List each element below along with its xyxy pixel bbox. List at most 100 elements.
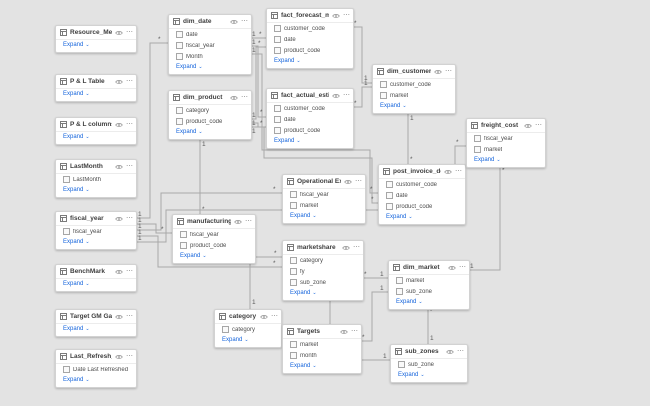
table-card-benchmark[interactable]: BenchMark ⋯ Expand⌄	[55, 264, 137, 292]
eye-icon[interactable]	[115, 354, 123, 360]
table-header[interactable]: marketshare ⋯	[283, 241, 363, 255]
table-card-lastmonth[interactable]: LastMonth ⋯ LastMonth Expand⌄	[55, 159, 137, 198]
table-card-dim-product[interactable]: dim_product ⋯ category product_code Expa…	[168, 90, 252, 140]
field-row[interactable]: market	[373, 90, 455, 101]
expand-link[interactable]: Expand⌄	[56, 279, 136, 291]
table-header[interactable]: category ⋯	[215, 310, 281, 324]
field-row[interactable]: fy	[283, 266, 363, 277]
more-options-icon[interactable]: ⋯	[126, 120, 133, 128]
table-header[interactable]: post_invoice_deducti... ⋯	[379, 165, 465, 179]
table-card-target-gm-gap[interactable]: Target GM Gap ⋯ Expand⌄	[55, 309, 137, 337]
more-options-icon[interactable]: ⋯	[126, 28, 133, 36]
field-row[interactable]: sub_zone	[391, 359, 467, 370]
relationship-line[interactable]	[250, 126, 378, 204]
expand-link[interactable]: Expand⌄	[267, 56, 353, 68]
expand-link[interactable]: Expand⌄	[56, 40, 136, 52]
field-row[interactable]: product_code	[173, 240, 255, 251]
table-card-fiscal-year[interactable]: fiscal_year ⋯ fiscal_year Expand⌄	[55, 211, 137, 250]
expand-link[interactable]: Expand⌄	[56, 132, 136, 144]
eye-icon[interactable]	[260, 314, 268, 320]
table-header[interactable]: Target GM Gap ⋯	[56, 310, 136, 324]
eye-icon[interactable]	[115, 269, 123, 275]
more-options-icon[interactable]: ⋯	[343, 11, 350, 19]
expand-link[interactable]: Expand⌄	[173, 251, 255, 263]
table-card-targets[interactable]: Targets ⋯ market month Expand⌄	[282, 324, 362, 374]
table-card-post-invoice-deductions[interactable]: post_invoice_deducti... ⋯ customer_code …	[378, 164, 466, 225]
relationship-line[interactable]	[135, 42, 168, 219]
eye-icon[interactable]	[332, 13, 340, 19]
more-options-icon[interactable]: ⋯	[455, 167, 462, 175]
relationship-line[interactable]	[352, 26, 372, 84]
table-header[interactable]: P & L Table ⋯	[56, 75, 136, 89]
table-card-dim-market[interactable]: dim_market ⋯ market sub_zone Expand⌄	[388, 260, 470, 310]
expand-link[interactable]: Expand⌄	[215, 335, 281, 347]
relationship-line[interactable]	[135, 192, 282, 231]
field-row[interactable]: customer_code	[379, 179, 465, 190]
field-row[interactable]: date	[379, 190, 465, 201]
eye-icon[interactable]	[524, 123, 532, 129]
table-card-manufacturing-cost[interactable]: manufacturing_cost ⋯ fiscal_year product…	[172, 214, 256, 264]
table-header[interactable]: manufacturing_cost ⋯	[173, 215, 255, 229]
field-row[interactable]: product_code	[379, 201, 465, 212]
more-options-icon[interactable]: ⋯	[241, 93, 248, 101]
expand-link[interactable]: Expand⌄	[467, 155, 545, 167]
table-card-operational-expenses[interactable]: Operational Expenses ⋯ fiscal_year marke…	[282, 174, 366, 224]
eye-icon[interactable]	[234, 219, 242, 225]
field-row[interactable]: LastMonth	[56, 174, 136, 185]
more-options-icon[interactable]: ⋯	[126, 77, 133, 85]
table-header[interactable]: fact_forecast_monthly ⋯	[267, 9, 353, 23]
more-options-icon[interactable]: ⋯	[457, 347, 464, 355]
table-card-sub-zones[interactable]: sub_zones ⋯ sub_zone Expand⌄	[390, 344, 468, 383]
more-options-icon[interactable]: ⋯	[271, 312, 278, 320]
table-header[interactable]: Resource_Measures ⋯	[56, 26, 136, 40]
relationship-line[interactable]	[250, 45, 266, 118]
eye-icon[interactable]	[230, 95, 238, 101]
expand-link[interactable]: Expand⌄	[56, 375, 136, 387]
expand-link[interactable]: Expand⌄	[283, 361, 361, 373]
field-row[interactable]: category	[215, 324, 281, 335]
field-row[interactable]: sub_zone	[283, 277, 363, 288]
field-row[interactable]: fiscal_year	[283, 189, 365, 200]
eye-icon[interactable]	[446, 349, 454, 355]
table-card-freight-cost[interactable]: freight_cost ⋯ fiscal_year market Expand…	[466, 118, 546, 168]
field-row[interactable]: date	[169, 29, 251, 40]
field-row[interactable]: category	[169, 105, 251, 116]
eye-icon[interactable]	[444, 169, 452, 175]
eye-icon[interactable]	[340, 329, 348, 335]
field-row[interactable]: fiscal_year	[173, 229, 255, 240]
more-options-icon[interactable]: ⋯	[126, 214, 133, 222]
more-options-icon[interactable]: ⋯	[355, 177, 362, 185]
relationship-line[interactable]	[468, 164, 501, 271]
eye-icon[interactable]	[342, 245, 350, 251]
eye-icon[interactable]	[344, 179, 352, 185]
table-header[interactable]: BenchMark ⋯	[56, 265, 136, 279]
field-row[interactable]: customer_code	[267, 23, 353, 34]
expand-link[interactable]: Expand⌄	[56, 89, 136, 101]
field-row[interactable]: product_code	[169, 116, 251, 127]
eye-icon[interactable]	[434, 69, 442, 75]
relationship-line[interactable]	[250, 46, 266, 120]
field-row[interactable]: fiscal_year	[169, 40, 251, 51]
expand-link[interactable]: Expand⌄	[56, 324, 136, 336]
relationship-line[interactable]	[360, 291, 388, 342]
table-card-p-and-l-columns[interactable]: P & L columns ⋯ Expand⌄	[55, 117, 137, 145]
field-row[interactable]: sub_zone	[389, 286, 469, 297]
eye-icon[interactable]	[115, 314, 123, 320]
table-header[interactable]: fact_actual_estimates ⋯	[267, 89, 353, 103]
table-card-last-refresh-date[interactable]: Last_Refresh_Date ⋯ Date Last Refreshed …	[55, 349, 137, 388]
field-row[interactable]: market	[283, 200, 365, 211]
eye-icon[interactable]	[115, 122, 123, 128]
table-header[interactable]: Last_Refresh_Date ⋯	[56, 350, 136, 364]
field-row[interactable]: date	[267, 114, 353, 125]
expand-link[interactable]: Expand⌄	[391, 370, 467, 382]
eye-icon[interactable]	[115, 30, 123, 36]
table-card-dim-date[interactable]: dim_date ⋯ date fiscal_year Month Expand…	[168, 14, 252, 75]
more-options-icon[interactable]: ⋯	[126, 162, 133, 170]
table-card-category[interactable]: category ⋯ category Expand⌄	[214, 309, 282, 348]
expand-link[interactable]: Expand⌄	[56, 185, 136, 197]
table-header[interactable]: dim_customer ⋯	[373, 65, 455, 79]
more-options-icon[interactable]: ⋯	[245, 217, 252, 225]
table-header[interactable]: dim_product ⋯	[169, 91, 251, 105]
field-row[interactable]: Date Last Refreshed	[56, 364, 136, 375]
